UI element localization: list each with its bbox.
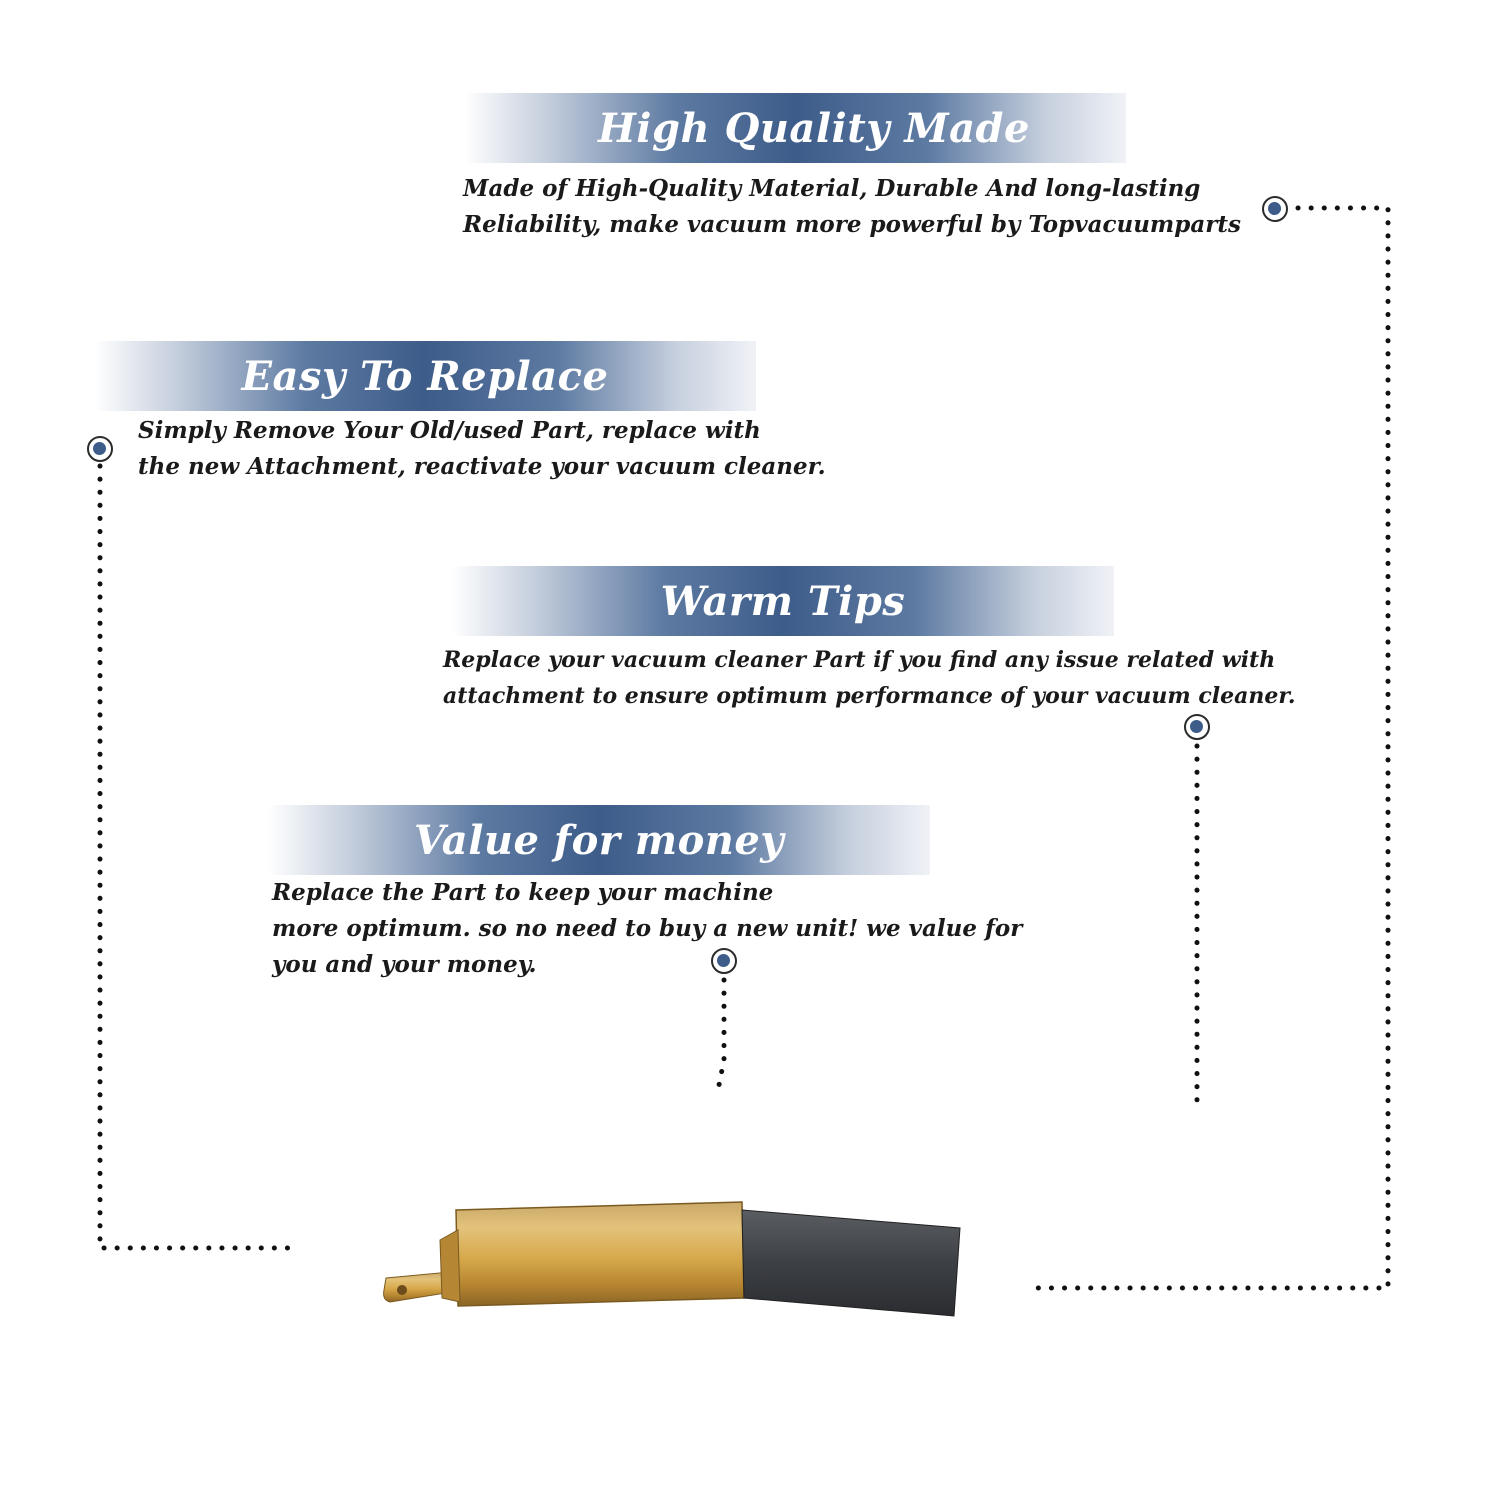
- feature-title-high-quality: High Quality Made: [598, 104, 1030, 152]
- feature-desc-value: Replace the Part to keep your machine mo…: [272, 875, 1022, 983]
- feature-title-value: Value for money: [413, 816, 785, 864]
- node-value: [711, 948, 737, 974]
- node-high-quality: [1262, 196, 1288, 222]
- banner-easy-replace: Easy To Replace: [94, 341, 756, 411]
- feature-desc-line: Replace your vacuum cleaner Part if you …: [443, 647, 1276, 673]
- feature-desc-warm-tips: Replace your vacuum cleaner Part if you …: [443, 642, 1296, 714]
- feature-desc-line: Simply Remove Your Old/used Part, replac…: [138, 417, 761, 444]
- node-warm-tips: [1184, 714, 1210, 740]
- banner-high-quality: High Quality Made: [464, 93, 1126, 163]
- carbon-brush-icon: [383, 1201, 961, 1317]
- feature-desc-line: Reliability, make vacuum more powerful b…: [463, 211, 1241, 238]
- feature-desc-line: the new Attachment, reactivate your vacu…: [138, 453, 826, 480]
- feature-desc-line: attachment to ensure optimum performance…: [443, 683, 1296, 709]
- feature-desc-line: Made of High-Quality Material, Durable A…: [463, 175, 1201, 202]
- feature-desc-line: more optimum. so no need to buy a new un…: [272, 915, 1023, 942]
- feature-title-easy-replace: Easy To Replace: [241, 352, 609, 400]
- connector-easy-replace: [97, 463, 298, 1251]
- connector-high-quality: [1035, 205, 1391, 1291]
- feature-desc-high-quality: Made of High-Quality Material, Durable A…: [463, 171, 1241, 243]
- feature-desc-line: you and your money.: [272, 951, 537, 978]
- banner-value: Value for money: [268, 805, 930, 875]
- connector-value: [715, 977, 727, 1093]
- feature-title-warm-tips: Warm Tips: [660, 577, 906, 625]
- banner-warm-tips: Warm Tips: [452, 566, 1114, 636]
- feature-desc-easy-replace: Simply Remove Your Old/used Part, replac…: [138, 413, 826, 485]
- feature-desc-line: Replace the Part to keep your machine: [272, 879, 774, 906]
- node-easy-replace: [87, 436, 113, 462]
